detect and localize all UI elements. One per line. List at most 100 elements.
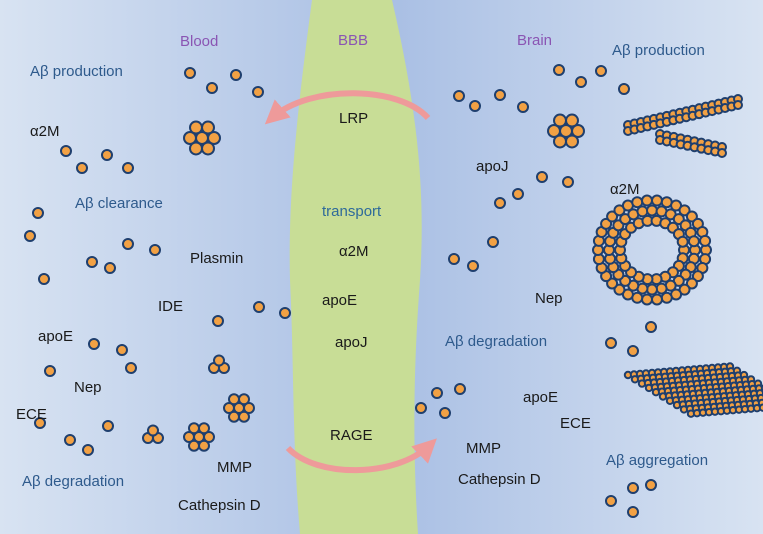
particle-icon bbox=[453, 90, 465, 102]
particle-icon bbox=[687, 235, 700, 248]
particle-icon bbox=[183, 431, 195, 443]
particle-icon bbox=[122, 238, 134, 250]
particle-icon bbox=[206, 82, 218, 94]
particle-icon bbox=[101, 149, 113, 161]
amyloid-oligomer-icon bbox=[183, 422, 215, 452]
rage-transport-arrow bbox=[285, 438, 437, 474]
particle-icon bbox=[238, 393, 250, 406]
particle-icon bbox=[613, 283, 626, 296]
particle-icon bbox=[207, 131, 221, 145]
particle-icon bbox=[189, 141, 203, 156]
particle-icon bbox=[678, 204, 691, 217]
particle-icon bbox=[439, 407, 451, 419]
particle-icon bbox=[60, 145, 72, 157]
brain-aggregation-label: Aβ aggregation bbox=[606, 452, 709, 469]
brain-mmp-label: MMP bbox=[466, 440, 501, 457]
particle-icon bbox=[627, 345, 639, 357]
brain-production-label: Aβ production bbox=[612, 42, 705, 59]
blood-cathepsin-label: Cathepsin D bbox=[178, 497, 261, 514]
particle-icon bbox=[646, 204, 658, 217]
barrier-apoe-label: apoE bbox=[322, 292, 358, 309]
particle-icon bbox=[553, 64, 565, 76]
particle-icon bbox=[188, 439, 200, 452]
particle-icon bbox=[238, 410, 250, 423]
particle-icon bbox=[650, 194, 663, 207]
blood-clearance-label: Aβ clearance bbox=[75, 195, 163, 212]
barrier-a2m-label: α2M bbox=[339, 243, 369, 260]
brain-a2m-label: α2M bbox=[610, 181, 640, 198]
particle-icon bbox=[253, 301, 265, 313]
particle-icon bbox=[631, 196, 644, 209]
bbb-barrier bbox=[289, 0, 422, 534]
particle-icon bbox=[606, 210, 619, 223]
amyloid-oligomer-icon bbox=[547, 113, 585, 149]
particle-icon bbox=[645, 321, 657, 333]
particle-icon bbox=[82, 444, 94, 456]
particle-icon bbox=[203, 431, 215, 443]
fibril-structures bbox=[592, 94, 763, 418]
particle-icon bbox=[198, 439, 210, 452]
particle-icon bbox=[553, 113, 567, 128]
particle-icon bbox=[605, 495, 617, 507]
brain-apoj-label: apoJ bbox=[476, 158, 509, 175]
brain-ece-label: ECE bbox=[560, 415, 591, 432]
particle-icon bbox=[717, 148, 727, 158]
particle-icon bbox=[279, 307, 291, 319]
blood-ide-label: IDE bbox=[158, 298, 184, 315]
particle-icon bbox=[536, 171, 548, 183]
particle-icon bbox=[641, 194, 654, 207]
particle-icon bbox=[595, 65, 607, 77]
particle-icon bbox=[494, 89, 506, 101]
blood-mmp-label: MMP bbox=[217, 459, 252, 476]
rage-label: RAGE bbox=[330, 427, 373, 444]
brain-degradation-label: Aβ degradation bbox=[445, 333, 548, 350]
particle-icon bbox=[469, 100, 481, 112]
particle-icon bbox=[24, 230, 36, 242]
particle-icon bbox=[467, 260, 479, 272]
particle-icon bbox=[454, 383, 466, 395]
amyloid-trimer-icon bbox=[142, 424, 164, 444]
amyloid-sheet-icon bbox=[623, 362, 763, 418]
amyloid-fibril-icon bbox=[655, 135, 727, 158]
particle-icon bbox=[685, 277, 698, 290]
amyloid-fibril-icon bbox=[623, 100, 743, 136]
particle-icon bbox=[201, 141, 215, 156]
blood-nep-label: Nep bbox=[74, 379, 102, 396]
particle-icon bbox=[553, 134, 567, 149]
particle-icon bbox=[64, 434, 76, 446]
amyloid-oligomer-icon bbox=[223, 393, 255, 423]
brain-cathepsin-label: Cathepsin D bbox=[458, 471, 541, 488]
lrp-transport-arrow bbox=[264, 90, 431, 125]
particle-icon bbox=[88, 338, 100, 350]
particle-icon bbox=[571, 124, 585, 138]
particle-icon bbox=[627, 506, 639, 518]
barrier-apoj-label: apoJ bbox=[335, 334, 368, 351]
particle-icon bbox=[650, 293, 663, 306]
particles bbox=[24, 64, 657, 518]
particle-icon bbox=[213, 354, 225, 367]
particle-icon bbox=[188, 422, 200, 435]
amyloid-trimer-icon bbox=[208, 354, 230, 374]
particle-icon bbox=[494, 197, 506, 209]
particle-icon bbox=[32, 207, 44, 219]
particle-icon bbox=[660, 291, 673, 304]
particle-icon bbox=[76, 162, 88, 174]
brain-apoe-label: apoE bbox=[523, 389, 559, 406]
particle-icon bbox=[116, 344, 128, 356]
particle-icon bbox=[448, 253, 460, 265]
particle-icon bbox=[201, 120, 215, 135]
particle-icon bbox=[223, 402, 235, 414]
particle-icon bbox=[733, 100, 743, 110]
particle-icon bbox=[38, 273, 50, 285]
particle-icon bbox=[149, 244, 161, 256]
particle-icon bbox=[618, 83, 630, 95]
particle-icon bbox=[575, 76, 587, 88]
lrp-label: LRP bbox=[339, 110, 369, 127]
brain-title: Brain bbox=[517, 32, 553, 49]
particle-icon bbox=[627, 482, 639, 494]
brain-nep-label: Nep bbox=[535, 290, 563, 307]
blood-degradation-label: Aβ degradation bbox=[22, 473, 125, 490]
blood-production-label: Aβ production bbox=[30, 63, 123, 80]
amyloid-ring-icon bbox=[592, 194, 712, 306]
particle-icon bbox=[415, 402, 427, 414]
